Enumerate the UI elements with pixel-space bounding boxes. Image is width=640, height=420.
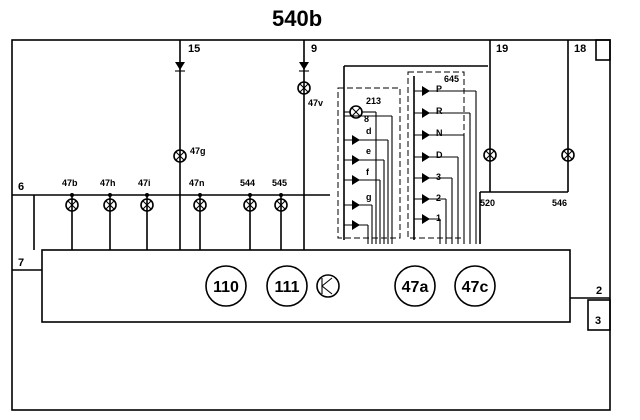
terminal-18-label: 18 [574,43,586,55]
module-47c: 47c [454,265,496,307]
svg-text:3: 3 [436,172,441,182]
svg-text:110: 110 [213,279,239,296]
lamp-213-label: 213 [366,96,381,106]
lamp-545: 545 [272,178,288,250]
svg-text:544: 544 [240,178,255,188]
terminal-6-label: 6 [18,181,24,193]
led-left-g: g [344,192,373,244]
lamp-47n: 47n [189,178,207,250]
lamp-520-label: 520 [480,198,495,208]
lamp-520-icon [483,148,497,162]
module-110: 110 [205,265,247,307]
terminal-9-label: 9 [311,43,317,55]
module-47a: 47a [394,265,436,307]
led-right-1: 1 [414,213,441,244]
svg-text:111: 111 [275,279,300,296]
svg-text:8: 8 [364,114,369,124]
transistor-icon [316,274,340,298]
svg-text:D: D [436,150,443,160]
diode-9-icon [299,62,309,70]
lamp-47v-label: 47v [308,98,323,108]
svg-text:f: f [366,167,370,177]
led-right-R: R [414,106,471,244]
lamp-47b: 47b [62,178,79,250]
lamp-47h: 47h [100,178,117,250]
svg-text:47c: 47c [462,279,489,296]
circuit-19: 19 520 [479,40,568,244]
terminal-19-label: 19 [496,43,508,55]
lamp-47v-icon [297,81,311,95]
circuit-15: 15 47g [173,40,206,250]
terminal-7-label: 7 [18,257,24,269]
terminal-3-label: 3 [595,315,601,327]
corner-box [595,39,611,61]
led-left-f: f [344,167,381,244]
led-icon [352,175,360,185]
led-icon [352,200,360,210]
led-icon [352,155,360,165]
led-left-d: d [344,126,389,244]
svg-text:47i: 47i [138,178,151,188]
module-111: 111 [266,265,308,307]
svg-text:e: e [366,146,371,156]
led-group-right-label: 645 [444,74,459,84]
led-right-N: N [414,128,465,244]
led-right-3: 3 [414,172,453,244]
lamp-544: 544 [240,178,257,250]
svg-text:2: 2 [436,193,441,203]
svg-text:545: 545 [272,178,287,188]
lamp-546-label: 546 [552,198,567,208]
diode-15-icon [175,62,185,70]
svg-text:d: d [366,126,372,136]
lamp-546-icon [561,148,575,162]
led-right-D: D [414,150,459,244]
led-left-8: 8 [344,114,393,244]
lamp-47i: 47i [138,178,154,250]
outer-frame [11,39,611,411]
svg-text:47a: 47a [402,279,429,296]
led-icon [352,135,360,145]
led-right-2: 2 [414,193,447,244]
svg-text:N: N [436,128,443,138]
svg-text:g: g [366,192,372,202]
terminal-2-label: 2 [596,285,602,297]
diagram-title: 540b [272,6,322,31]
lamp-47g-icon [173,149,187,163]
led-right-P: P [414,84,477,244]
svg-text:P: P [436,84,442,94]
led-group-left: 2 1 3 [337,65,488,244]
svg-text:47h: 47h [100,178,116,188]
svg-text:47b: 47b [62,178,78,188]
control-unit [41,249,571,323]
terminal-15-label: 15 [188,43,200,55]
svg-text:1: 1 [436,213,441,223]
svg-text:47n: 47n [189,178,205,188]
led-left-e: e [344,146,385,244]
terminal-3-box [587,299,611,331]
circuit-9: 9 47v [297,40,323,250]
circuit-18: 18 546 [552,40,586,208]
lamp-47g-label: 47g [190,146,206,156]
svg-text:R: R [436,106,443,116]
